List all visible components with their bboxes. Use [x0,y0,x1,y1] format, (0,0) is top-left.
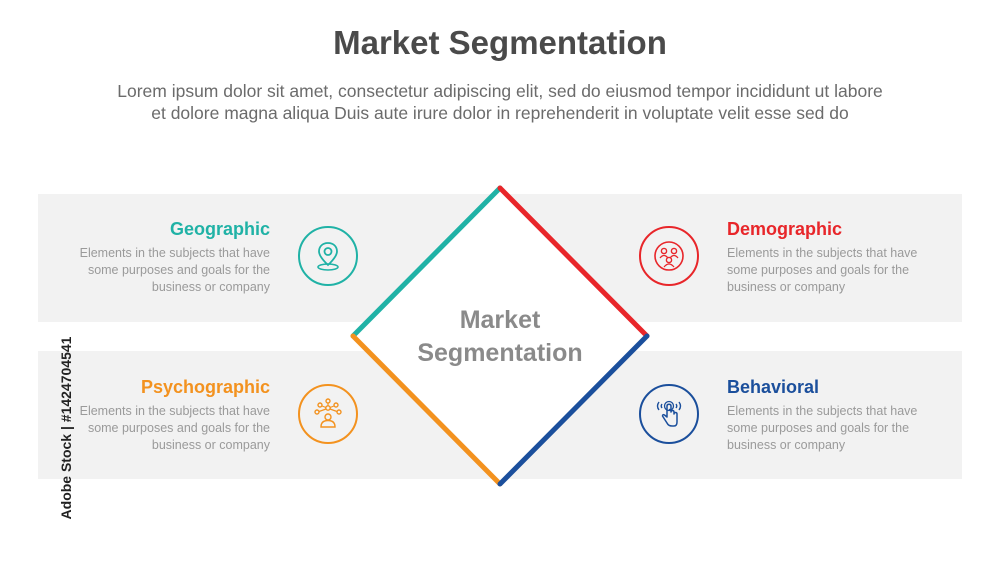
geographic-desc-line-2: some purposes and goals for the [87,263,270,277]
behavioral-desc-line-1: Elements in the subjects that have [727,404,918,418]
diamond-edge-demographic [497,185,650,339]
diamond-edge-psychographic [350,333,503,487]
location-pin-icon [317,242,339,271]
demographic-desc-line-2: some purposes and goals for the [727,263,910,277]
diamond-edge-geographic [350,185,503,339]
behavioral-description: Elements in the subjects that have some … [727,403,937,454]
psychographic-desc-line-1: Elements in the subjects that have [79,404,270,418]
geographic-desc-line-1: Elements in the subjects that have [79,246,270,260]
subtitle-line-2: et dolore magna aliqua Duis aute irure d… [151,103,849,123]
behavioral-title: Behavioral [727,377,820,397]
psychographic-icon-circle [298,384,358,444]
geographic-title: Geographic [169,219,270,239]
behavioral-icon-circle [639,384,699,444]
touch-hand-icon [656,400,682,427]
demographic-title: Demographic [727,219,843,239]
psychographic-desc-line-3: business or company [151,438,270,452]
diamond-edge-behavioral [497,333,650,487]
geographic-icon-circle [298,226,358,286]
demographic-desc-line-1: Elements in the subjects that have [727,246,918,260]
center-label: Market Segmentation [380,304,620,370]
demographic-icon-circle [639,226,699,286]
page-subtitle: Lorem ipsum dolor sit amet, consectetur … [30,80,970,124]
people-group-icon [654,241,684,271]
subtitle-line-1: Lorem ipsum dolor sit amet, consectetur … [117,81,883,101]
demographic-desc-line-3: business or company [727,280,846,294]
geographic-desc-line-3: business or company [151,280,270,294]
page-title: Market Segmentation [333,24,667,61]
psychographic-description: Elements in the subjects that have some … [60,403,270,454]
psychographic-title: Psychographic [140,377,270,397]
demographic-description: Elements in the subjects that have some … [727,245,937,296]
psychographic-desc-line-2: some purposes and goals for the [87,421,270,435]
behavioral-desc-line-3: business or company [727,438,846,452]
watermark-text: Adobe Stock | #1424704541 [58,336,74,520]
behavioral-desc-line-2: some purposes and goals for the [727,421,910,435]
center-label-line-1: Market [459,306,541,334]
center-label-line-2: Segmentation [417,339,583,367]
mind-network-icon [314,398,342,428]
geographic-description: Elements in the subjects that have some … [60,245,270,296]
